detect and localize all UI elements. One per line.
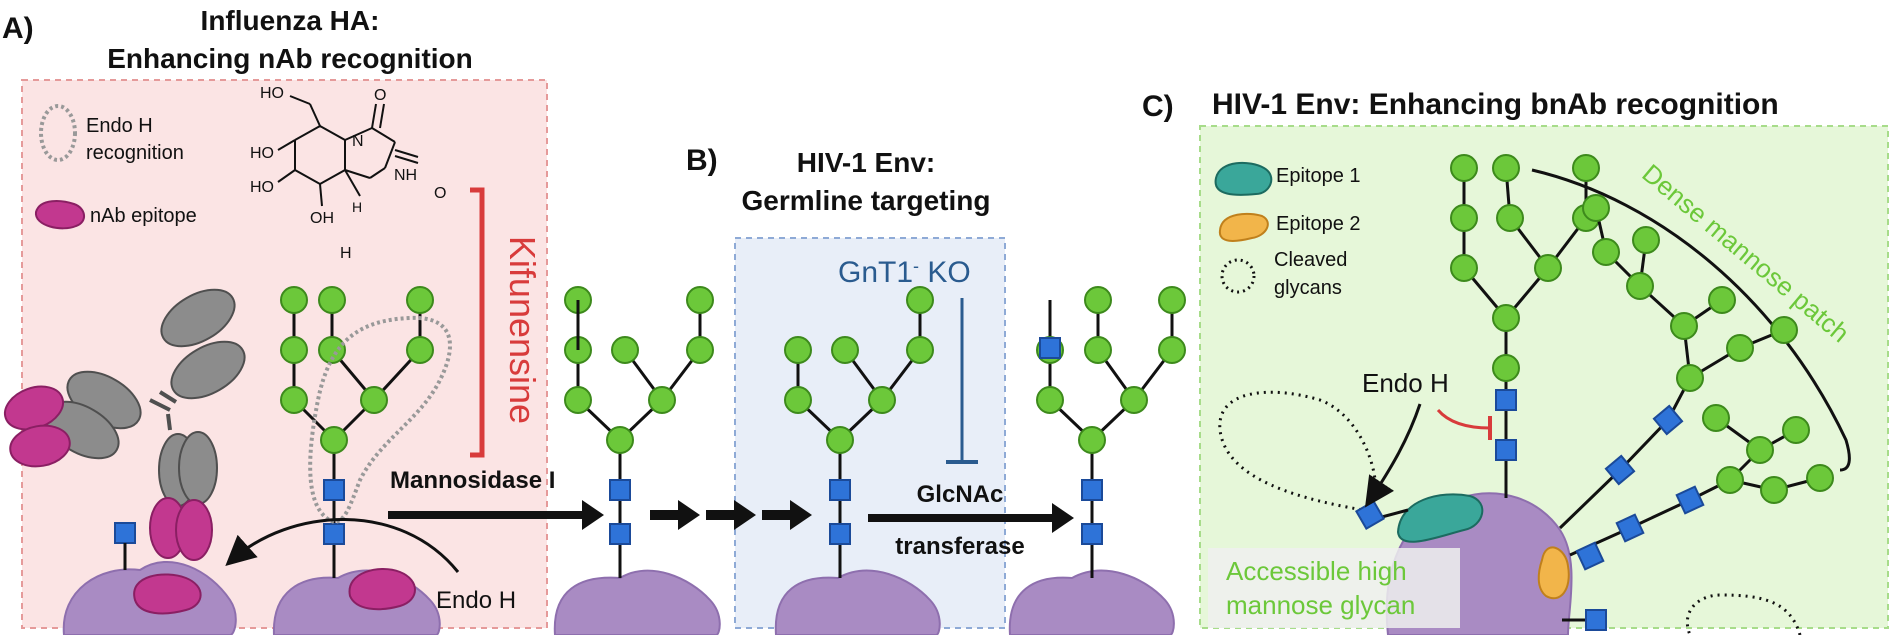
- endo-h-label-a: Endo H: [436, 587, 516, 614]
- atom-oh-bottom: OH: [310, 210, 334, 227]
- epitope-2-protein: [1537, 546, 1570, 600]
- protein-b: [774, 569, 941, 635]
- atom-n: N: [352, 133, 364, 150]
- legend-endo-h-2: recognition: [86, 142, 184, 164]
- endo-h-arrow-a: [225, 518, 460, 573]
- glcnac-label-2: transferase: [895, 533, 1024, 560]
- atom-h-2: H: [340, 245, 352, 262]
- protein-mid1: [553, 569, 721, 635]
- antibody-icon: [44, 288, 246, 507]
- nab-epitope-antibody: [3, 385, 213, 561]
- legend-epitope-1: Epitope 1: [1276, 165, 1361, 187]
- panel-c-title: HIV-1 Env: Enhancing bnAb recognition: [1212, 88, 1779, 121]
- legend-epitope-2: Epitope 2: [1276, 213, 1361, 235]
- atom-ho-low: HO: [250, 179, 274, 196]
- glycan-mid1: [576, 300, 702, 578]
- epitope-1-legend-icon: [1214, 161, 1273, 196]
- atom-h-1: H: [352, 199, 362, 215]
- accessible-label-1: Accessible high: [1226, 556, 1407, 586]
- panel-a-letter: A): [2, 12, 34, 45]
- endo-h-recognition-outline: [308, 315, 452, 525]
- glcnac-label-1: GlcNAc: [917, 481, 1004, 508]
- panel-b-title-1: HIV-1 Env:: [797, 147, 935, 178]
- process-arrows: [650, 500, 812, 530]
- endo-h-inhibition-c: [1436, 408, 1491, 430]
- protein-b2: [1008, 569, 1175, 635]
- epitope-2-legend-icon: [1218, 212, 1269, 242]
- endo-h-arrow-c: [1365, 403, 1422, 508]
- cleaved-glycan-left: [1218, 390, 1378, 514]
- atom-ho-top: HO: [260, 85, 284, 102]
- mannosidase-label: Mannosidase I: [390, 467, 555, 494]
- atom-nh: NH: [394, 167, 417, 184]
- panel-a-title-2: Enhancing nAb recognition: [107, 43, 473, 74]
- panel-b-title-2: Germline targeting: [742, 185, 991, 216]
- atom-o-right: O: [434, 185, 446, 202]
- accessible-label-box: [1208, 548, 1460, 628]
- gnt1-ko-label: GnT1- KO: [838, 256, 971, 289]
- accessible-label-2: mannose glycan: [1226, 590, 1415, 620]
- atom-o-top: O: [374, 87, 386, 104]
- panel-c-letter: C): [1142, 90, 1174, 123]
- panel-b-letter: B): [686, 144, 718, 177]
- nab-epitope-legend-icon: [35, 200, 85, 230]
- legend-endo-h-1: Endo H: [86, 115, 153, 137]
- endo-h-recognition-icon: [39, 104, 77, 162]
- kifunensine-inhibition-bar: [470, 187, 485, 458]
- panel-a-title-1: Influenza HA:: [201, 5, 380, 36]
- legend-cleaved-1: Cleaved: [1274, 249, 1347, 271]
- cleaved-glycans-legend-icon: [1220, 258, 1256, 294]
- kifunensine-label: Kifunensine: [502, 236, 543, 424]
- atom-ho-mid: HO: [250, 145, 274, 162]
- glycan-b2: [1048, 300, 1174, 578]
- legend-cleaved-2: glycans: [1274, 277, 1342, 299]
- epitope-1-protein: [1396, 493, 1484, 543]
- endo-h-label-c: Endo H: [1362, 368, 1449, 398]
- kifunensine-molecule: [277, 95, 419, 207]
- panel-b-box: [734, 237, 1006, 629]
- legend-nab-epitope: nAb epitope: [90, 205, 197, 227]
